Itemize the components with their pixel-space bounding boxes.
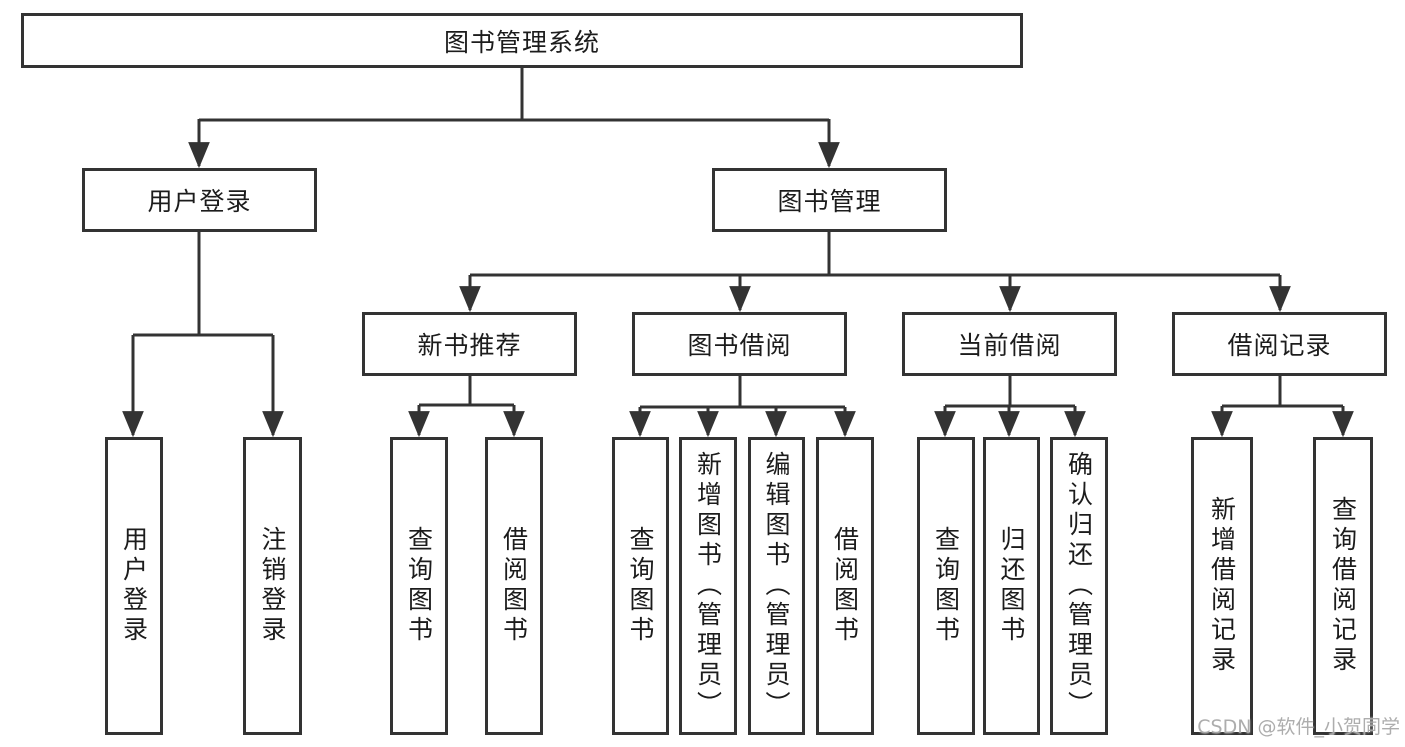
connector-new-book-bus [419, 376, 514, 407]
leaf-add-books-admin: 新增图书（管理员） [679, 437, 737, 735]
node-borrowing-records: 借阅记录 [1172, 312, 1387, 376]
node-user-login: 用户登录 [82, 168, 317, 232]
leaf-confirm-return-admin: 确认归还（管理员） [1050, 437, 1108, 735]
connector-root-bus [199, 68, 829, 122]
leaf-borrow-books-2: 借阅图书 [816, 437, 874, 735]
connector-book-borrowing-bus [640, 376, 845, 409]
node-book-management: 图书管理 [712, 168, 947, 232]
leaf-query-books-1: 查询图书 [390, 437, 448, 735]
csdn-watermark: CSDN @软件_小贺同学 [1197, 716, 1400, 738]
node-new-book-recommend: 新书推荐 [362, 312, 577, 376]
node-book-management-system: 图书管理系统 [21, 13, 1023, 68]
leaf-user-login: 用户登录 [105, 437, 163, 735]
leaf-query-books-2: 查询图书 [612, 437, 669, 735]
leaf-query-books-3: 查询图书 [917, 437, 975, 735]
leaf-add-borrow-record: 新增借阅记录 [1191, 437, 1253, 735]
connector-user-login-bus [133, 232, 273, 337]
leaf-logout: 注销登录 [243, 437, 302, 735]
node-book-borrowing: 图书借阅 [632, 312, 847, 376]
connector-borrowing-records-bus [1222, 376, 1343, 408]
node-current-borrowing: 当前借阅 [902, 312, 1117, 376]
leaf-return-books: 归还图书 [983, 437, 1040, 735]
leaf-borrow-books-1: 借阅图书 [485, 437, 543, 735]
leaf-query-borrow-record: 查询借阅记录 [1313, 437, 1373, 735]
connector-current-borrowing-bus [945, 376, 1075, 408]
connector-book-management-bus [470, 232, 1280, 277]
leaf-edit-books-admin: 编辑图书（管理员） [748, 437, 805, 735]
